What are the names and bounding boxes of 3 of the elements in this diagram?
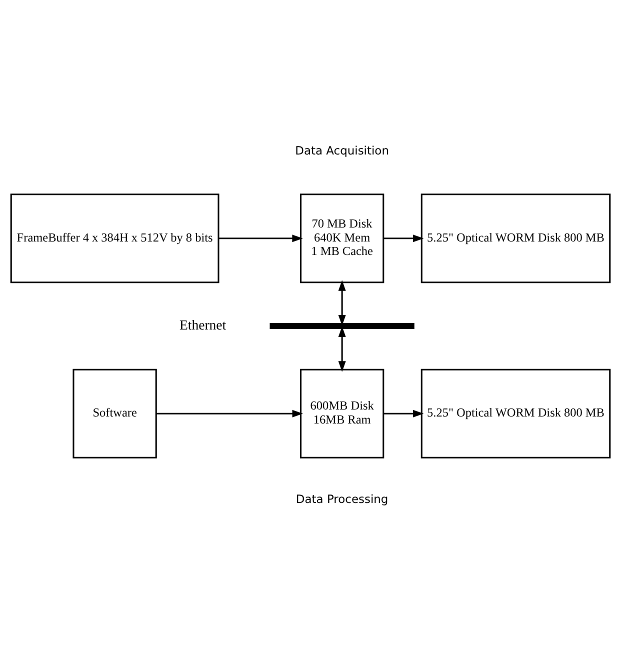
label: Data Acquisition bbox=[295, 144, 389, 158]
node-label: Ethernet bbox=[179, 317, 226, 332]
label: Data Processing bbox=[296, 492, 388, 506]
